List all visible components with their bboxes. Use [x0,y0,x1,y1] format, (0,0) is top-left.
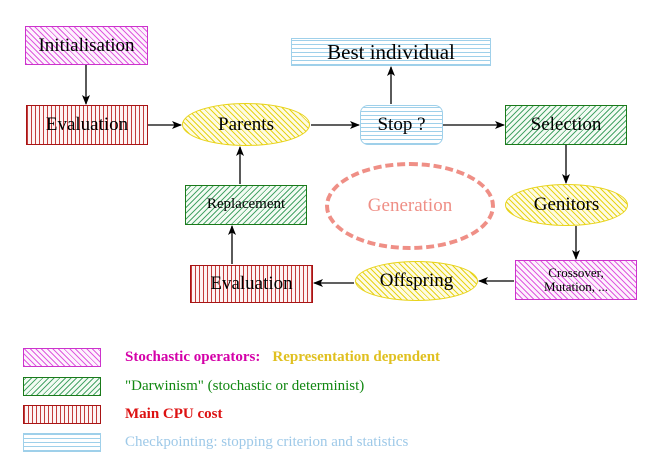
node-evaluation-top[interactable]: Evaluation [26,105,148,145]
node-offspring[interactable]: Offspring [355,261,478,301]
node-label-evaluation-bottom: Evaluation [210,273,293,295]
legend-swatch-red-vertical [23,405,101,424]
node-evaluation-bottom[interactable]: Evaluation [190,265,313,303]
node-label-initialisation: Initialisation [38,34,135,56]
node-replacement[interactable]: Replacement [185,185,307,225]
legend-swatch-magenta-diagonal [23,348,101,367]
node-label-parents: Parents [218,113,274,135]
node-initialisation[interactable]: Initialisation [25,26,148,65]
legend-swatch-blue-horizontal [23,433,101,452]
node-label-offspring: Offspring [379,270,454,292]
node-label-best-individual: Best individual [327,39,455,64]
node-best-individual[interactable]: Best individual [291,38,491,66]
node-label-crossover-mutation: Crossover, Mutation, ... [544,265,608,294]
legend-item-darwinism: "Darwinism" (stochastic or determinist) [23,377,364,396]
legend-swatch-green-diagonal [23,377,101,396]
node-label-stop: Stop ? [377,114,426,136]
legend-label-main-cpu-cost: Main CPU cost [125,406,223,422]
legend-label-checkpointing: Checkpointing: stopping criterion and st… [125,434,409,450]
node-label-replacement: Replacement [206,196,286,213]
legend-label-stochastic-operators: Stochastic operators: [125,349,261,365]
node-crossover-mutation[interactable]: Crossover, Mutation, ... [515,260,637,300]
node-genitors[interactable]: Genitors [505,184,628,226]
node-label-genitors: Genitors [533,194,600,216]
node-label-selection: Selection [530,114,602,136]
node-parents[interactable]: Parents [182,103,310,146]
legend-label-darwinism: "Darwinism" (stochastic or determinist) [125,378,365,394]
node-label-evaluation-top: Evaluation [45,114,129,136]
legend-item-main-cpu-cost: Main CPU cost [23,405,223,424]
node-stop[interactable]: Stop ? [360,105,443,145]
node-selection[interactable]: Selection [505,105,627,145]
legend-item-stochastic-operators: Stochastic operators: Representation dep… [23,348,440,367]
legend-label-representation-dependent: Representation dependent [272,349,441,365]
legend-item-checkpointing: Checkpointing: stopping criterion and st… [23,433,408,452]
node-label-generation: Generation [367,195,453,216]
node-generation: Generation [325,162,495,250]
